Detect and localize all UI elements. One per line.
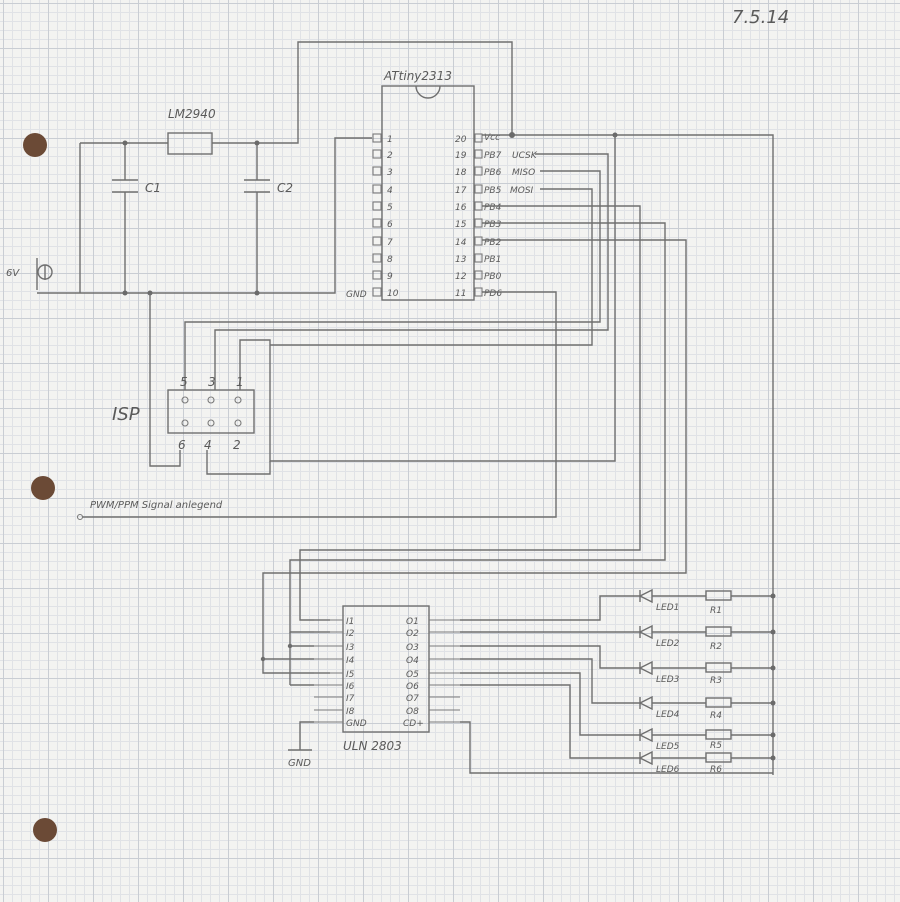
date-label: 7.5.14 bbox=[732, 7, 789, 28]
punch-hole-middle bbox=[31, 476, 55, 500]
led-array: LED1 LED2 LED3 LED4 LED5 LED6 R1 R2 R3 R… bbox=[460, 588, 776, 775]
driver-pin-o6: O6 bbox=[406, 682, 419, 692]
driver-name-label: ULN 2803 bbox=[343, 739, 402, 753]
mcu-pin-18: 18 bbox=[455, 168, 467, 178]
pwm-signal-label: PWM/PPM Signal anlegend bbox=[90, 500, 223, 511]
driver-pin-o3: O3 bbox=[406, 643, 419, 653]
mcu-pin-12: 12 bbox=[455, 272, 467, 282]
driver-pin-o2: O2 bbox=[406, 629, 419, 639]
r5-label: R5 bbox=[710, 741, 722, 751]
led1-label: LED1 bbox=[656, 603, 679, 613]
mcu-pin-11: 11 bbox=[455, 289, 466, 299]
mcu-pin-8: 8 bbox=[387, 255, 393, 265]
r4-label: R4 bbox=[710, 711, 722, 721]
isp-pin-6: 6 bbox=[178, 438, 186, 452]
driver-pin-i7: I7 bbox=[346, 694, 355, 704]
driver-pin-i8: I8 bbox=[346, 707, 355, 717]
mcu-pin-20: 20 bbox=[455, 135, 467, 145]
isp-pin-5: 5 bbox=[180, 375, 188, 389]
mcu-pin-16: 16 bbox=[455, 203, 467, 213]
led3-label: LED3 bbox=[656, 675, 680, 685]
driver-gnd-label: GND bbox=[288, 758, 311, 769]
mcu-right-pins: 20 19 18 17 16 15 14 13 12 11 Vcc PB7 PB… bbox=[455, 133, 538, 299]
punch-hole-bottom bbox=[33, 818, 57, 842]
mcu-pb6-label: PB6 bbox=[484, 168, 502, 178]
cap-c1-label: C1 bbox=[145, 181, 161, 195]
mcu-vcc-label: Vcc bbox=[484, 133, 500, 143]
driver-pin-i6: I6 bbox=[346, 682, 355, 692]
mcu-pb1-label: PB1 bbox=[484, 255, 501, 265]
mcu-left-pins: 1 2 3 4 5 6 7 8 9 10 GND bbox=[346, 133, 399, 300]
r3-label: R3 bbox=[710, 676, 722, 686]
mcu-pb5-label: PB5 bbox=[484, 186, 502, 196]
driver-pin-o1: O1 bbox=[406, 617, 419, 627]
led2-label: LED2 bbox=[656, 639, 680, 649]
mcu-ucsk-label: UCSK bbox=[512, 151, 538, 161]
mcu-pin-7: 7 bbox=[387, 238, 393, 248]
mcu-pin-19: 19 bbox=[455, 151, 467, 161]
isp-label: ISP bbox=[112, 404, 140, 425]
mcu-wiring: PWM/PPM Signal anlegend bbox=[76, 132, 774, 775]
r2-label: R2 bbox=[710, 642, 722, 652]
mcu-pin-2: 2 bbox=[387, 151, 393, 161]
punch-hole-top bbox=[23, 133, 47, 157]
driver-pin-o4: O4 bbox=[406, 656, 419, 666]
mcu-name-label: ATtiny2313 bbox=[383, 69, 452, 83]
mcu-pin-6: 6 bbox=[387, 220, 393, 230]
mcu-miso-label: MISO bbox=[512, 168, 535, 178]
mcu-gnd-label: GND bbox=[346, 290, 367, 300]
isp-header: ISP 5 3 1 6 4 2 bbox=[112, 293, 271, 475]
driver-pin-o5: O5 bbox=[406, 670, 419, 680]
mcu-pin-5: 5 bbox=[387, 203, 393, 213]
mcu-pin-1: 1 bbox=[387, 135, 393, 145]
mcu-mosi-label: MOSI bbox=[510, 186, 534, 196]
led6-label: LED6 bbox=[656, 765, 680, 775]
mcu-pin-4: 4 bbox=[387, 186, 393, 196]
isp-pin-1: 1 bbox=[236, 375, 244, 389]
mcu-pin-13: 13 bbox=[455, 255, 467, 265]
mcu-pin-3: 3 bbox=[387, 168, 393, 178]
driver-pin-cd: CD+ bbox=[403, 719, 424, 729]
driver-pin-o8: O8 bbox=[406, 707, 419, 717]
cap-c2-label: C2 bbox=[277, 181, 293, 195]
driver-uln2803: ULN 2803 I1 I2 I3 I4 I5 I6 I7 I8 GND O1 … bbox=[260, 605, 460, 769]
mcu-pb2-label: PB2 bbox=[484, 238, 502, 248]
mcu-pb7-label: PB7 bbox=[484, 151, 502, 161]
mcu-pin-14: 14 bbox=[455, 238, 467, 248]
power-supply: LM2940 C1 C2 6V bbox=[6, 41, 513, 296]
mcu-pb4-label: PB4 bbox=[484, 203, 502, 213]
driver-pin-i2: I2 bbox=[346, 629, 355, 639]
mcu-pb3-label: PB3 bbox=[484, 220, 502, 230]
isp-pin-4: 4 bbox=[204, 438, 212, 452]
driver-pin-gnd: GND bbox=[346, 719, 367, 729]
regulator-lm2940 bbox=[167, 132, 213, 155]
driver-pin-i4: I4 bbox=[346, 656, 355, 666]
mcu-pin-15: 15 bbox=[455, 220, 467, 230]
regulator-label: LM2940 bbox=[168, 107, 216, 121]
mcu-attiny2313: ATtiny2313 1 2 3 4 5 6 7 8 9 10 GND bbox=[346, 69, 538, 301]
driver-pin-o7: O7 bbox=[406, 694, 419, 704]
supply-voltage-label: 6V bbox=[6, 268, 20, 279]
mcu-pin-17: 17 bbox=[455, 186, 467, 196]
led4-label: LED4 bbox=[656, 710, 680, 720]
mcu-pb0-label: PB0 bbox=[484, 272, 502, 282]
mcu-pin-9: 9 bbox=[387, 272, 393, 282]
r6-label: R6 bbox=[710, 765, 722, 775]
driver-pin-i3: I3 bbox=[346, 643, 355, 653]
led5-label: LED5 bbox=[656, 742, 680, 752]
r1-label: R1 bbox=[710, 606, 722, 616]
isp-pin-3: 3 bbox=[208, 375, 216, 389]
mcu-pin-10: 10 bbox=[387, 289, 399, 299]
driver-pin-i1: I1 bbox=[346, 617, 354, 627]
mcu-pd6-label: PD6 bbox=[484, 289, 502, 299]
isp-pin-2: 2 bbox=[233, 438, 241, 452]
driver-pin-i5: I5 bbox=[346, 670, 355, 680]
